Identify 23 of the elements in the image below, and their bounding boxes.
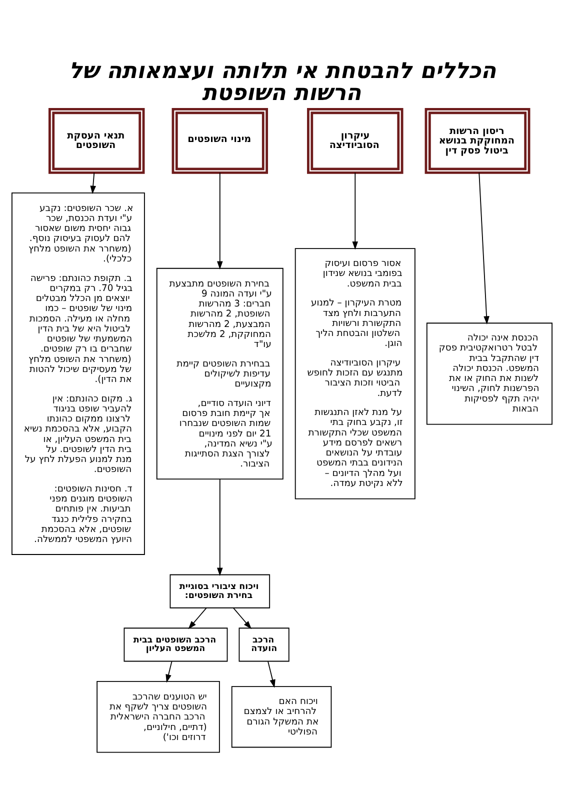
arrow [217,478,223,576]
node-box: הכנסת אינה יכולה לבטל רטרואקטיבית פסק דין שהתקבל בבית המשפט. הכנסת יכולה לשנות את החוק או את הפרשנות לחוק, השינוי יהיה תקף לפסיקות הבאות [426,322,552,425]
arrow [268,661,276,688]
node-box: עיקרון הסוביודיצה [307,108,404,174]
node-box: ויכוח האם להרחיב או לצמצם את המשקל הגורם הפוליטי [231,686,332,748]
diagram-title: הכללים להבטחת אי תלותה ועצמאותה של הרשות השופטת [69,59,496,106]
node-box: א. שכר השופטים: נקבע ע"י ועדת הכנסת, שכר גבוה יחסית משום שאסור להם לעסוק בעיסוק נוסף. (משחרר את השופט מלחץ כלכלי). ב. תקופת כהונתם: פרישה בגיל 70. רק במקרים יוצאים מן הכלל מבטלים מינוי של שופטים – כמו מחלה או מעילה. הסמכות לביטול היא של בית הדין המשמעתי של שופטים שחברים בו רק שופטים. (משחרר את השופט מלחץ של מעסיקים שיכול להטות את הדין). ג. מקום כהונתם: אין להעביר שופט בניגוד לרצונו ממקום כהונתו הקבוע, אלא בהסכמת נשיא בית המשפט העליון, או בית הדין לשופטים. על מנת למנוע הפעלת לחץ על השופטים. ד. חסינות השופטים: השופטים מוגנים מפני תביעות. אין פותחים בחקירה פלילית כנגד שופטים, אלא בהסכמת היועץ המשפטי לממשלה. [12,192,145,555]
node-box: ויכוח ציבורי בסוגיית בחירת השופטים: [170,574,270,608]
arrow [352,172,358,250]
node-box: הרכב הועדה [238,628,290,662]
node-box: אסור פרסום ועיסוק בפומבי בנושא שנידון בבית המשפט. מטרת העיקרון – למנוע התערבות ולחץ מצד התקשורת ורשויות השלטון והבטחת הליך הוגן. עיקרון הסוביודיצה מתנגש עם הזכות לחופש הביטוי וזכות הציבור לדעת. על מנת לאזן התנגשות זו, נקבע בחוק בתי המשפט שכלי התקשורת רשאים לפרסם מידע עובדתי על הנושאים הנידונים בבתי המשפט ועל מהלך הדיונים – ללא נקיטת עמדה. [294,248,416,500]
arrow [90,172,96,194]
arrow [217,172,223,270]
arrow [232,608,252,630]
node-box: תנאי העסקת השופטים [48,108,145,174]
node-box: בחירת השופטים מתבצעת ע"י ועדה המונה 9 חברים: 3 מהרשות השופטת, 2 מהרשות המבצעת, 2 מהרשות המחוקקת, 2 מלשכת עו"ד בבחירת השופטים קיימת עדיפות לשיקולים מקצועיים דיוני הועדה סודיים, אך קיימת חובת פרסום שמות השופטים שנבחרו 21 יום לפני מינויים ע"י נשיא המדינה, לצורך הצגת הסתייגות הציבור. [156,268,284,480]
arrow [478,172,490,324]
node-box: מינוי השופטים [172,108,268,174]
node-box: ריסון הרשות המחוקקת בנושא ביטול פסק דין [424,108,530,174]
node-box: יש הטוענים שהרכב השופטים צריך לשקף את הרכב החברה הישראלית (דתיים, חילוניים, דרוזים וכו') [96,681,220,753]
arrow [188,608,207,630]
node-box: הרכב השופטים בבית המשפט העליון [124,628,228,662]
arrow [166,661,172,683]
